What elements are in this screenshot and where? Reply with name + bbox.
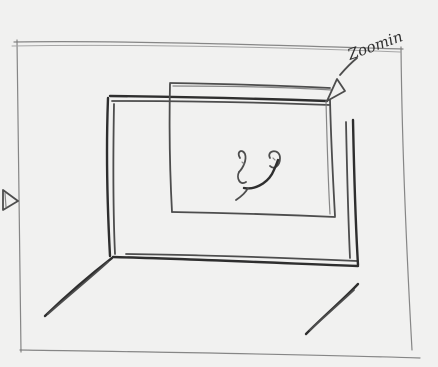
main-screen-rectangle bbox=[105, 94, 360, 268]
zoom-in-annotation: Zoomin bbox=[344, 27, 405, 64]
perspective-lines bbox=[43, 256, 360, 336]
triangle-arrow-icon bbox=[326, 57, 358, 102]
outer-frame bbox=[11, 39, 421, 359]
smiley-doodle-icon bbox=[235, 150, 281, 201]
triangle-marker-icon bbox=[2, 189, 19, 211]
zoom-rectangle bbox=[168, 82, 336, 218]
